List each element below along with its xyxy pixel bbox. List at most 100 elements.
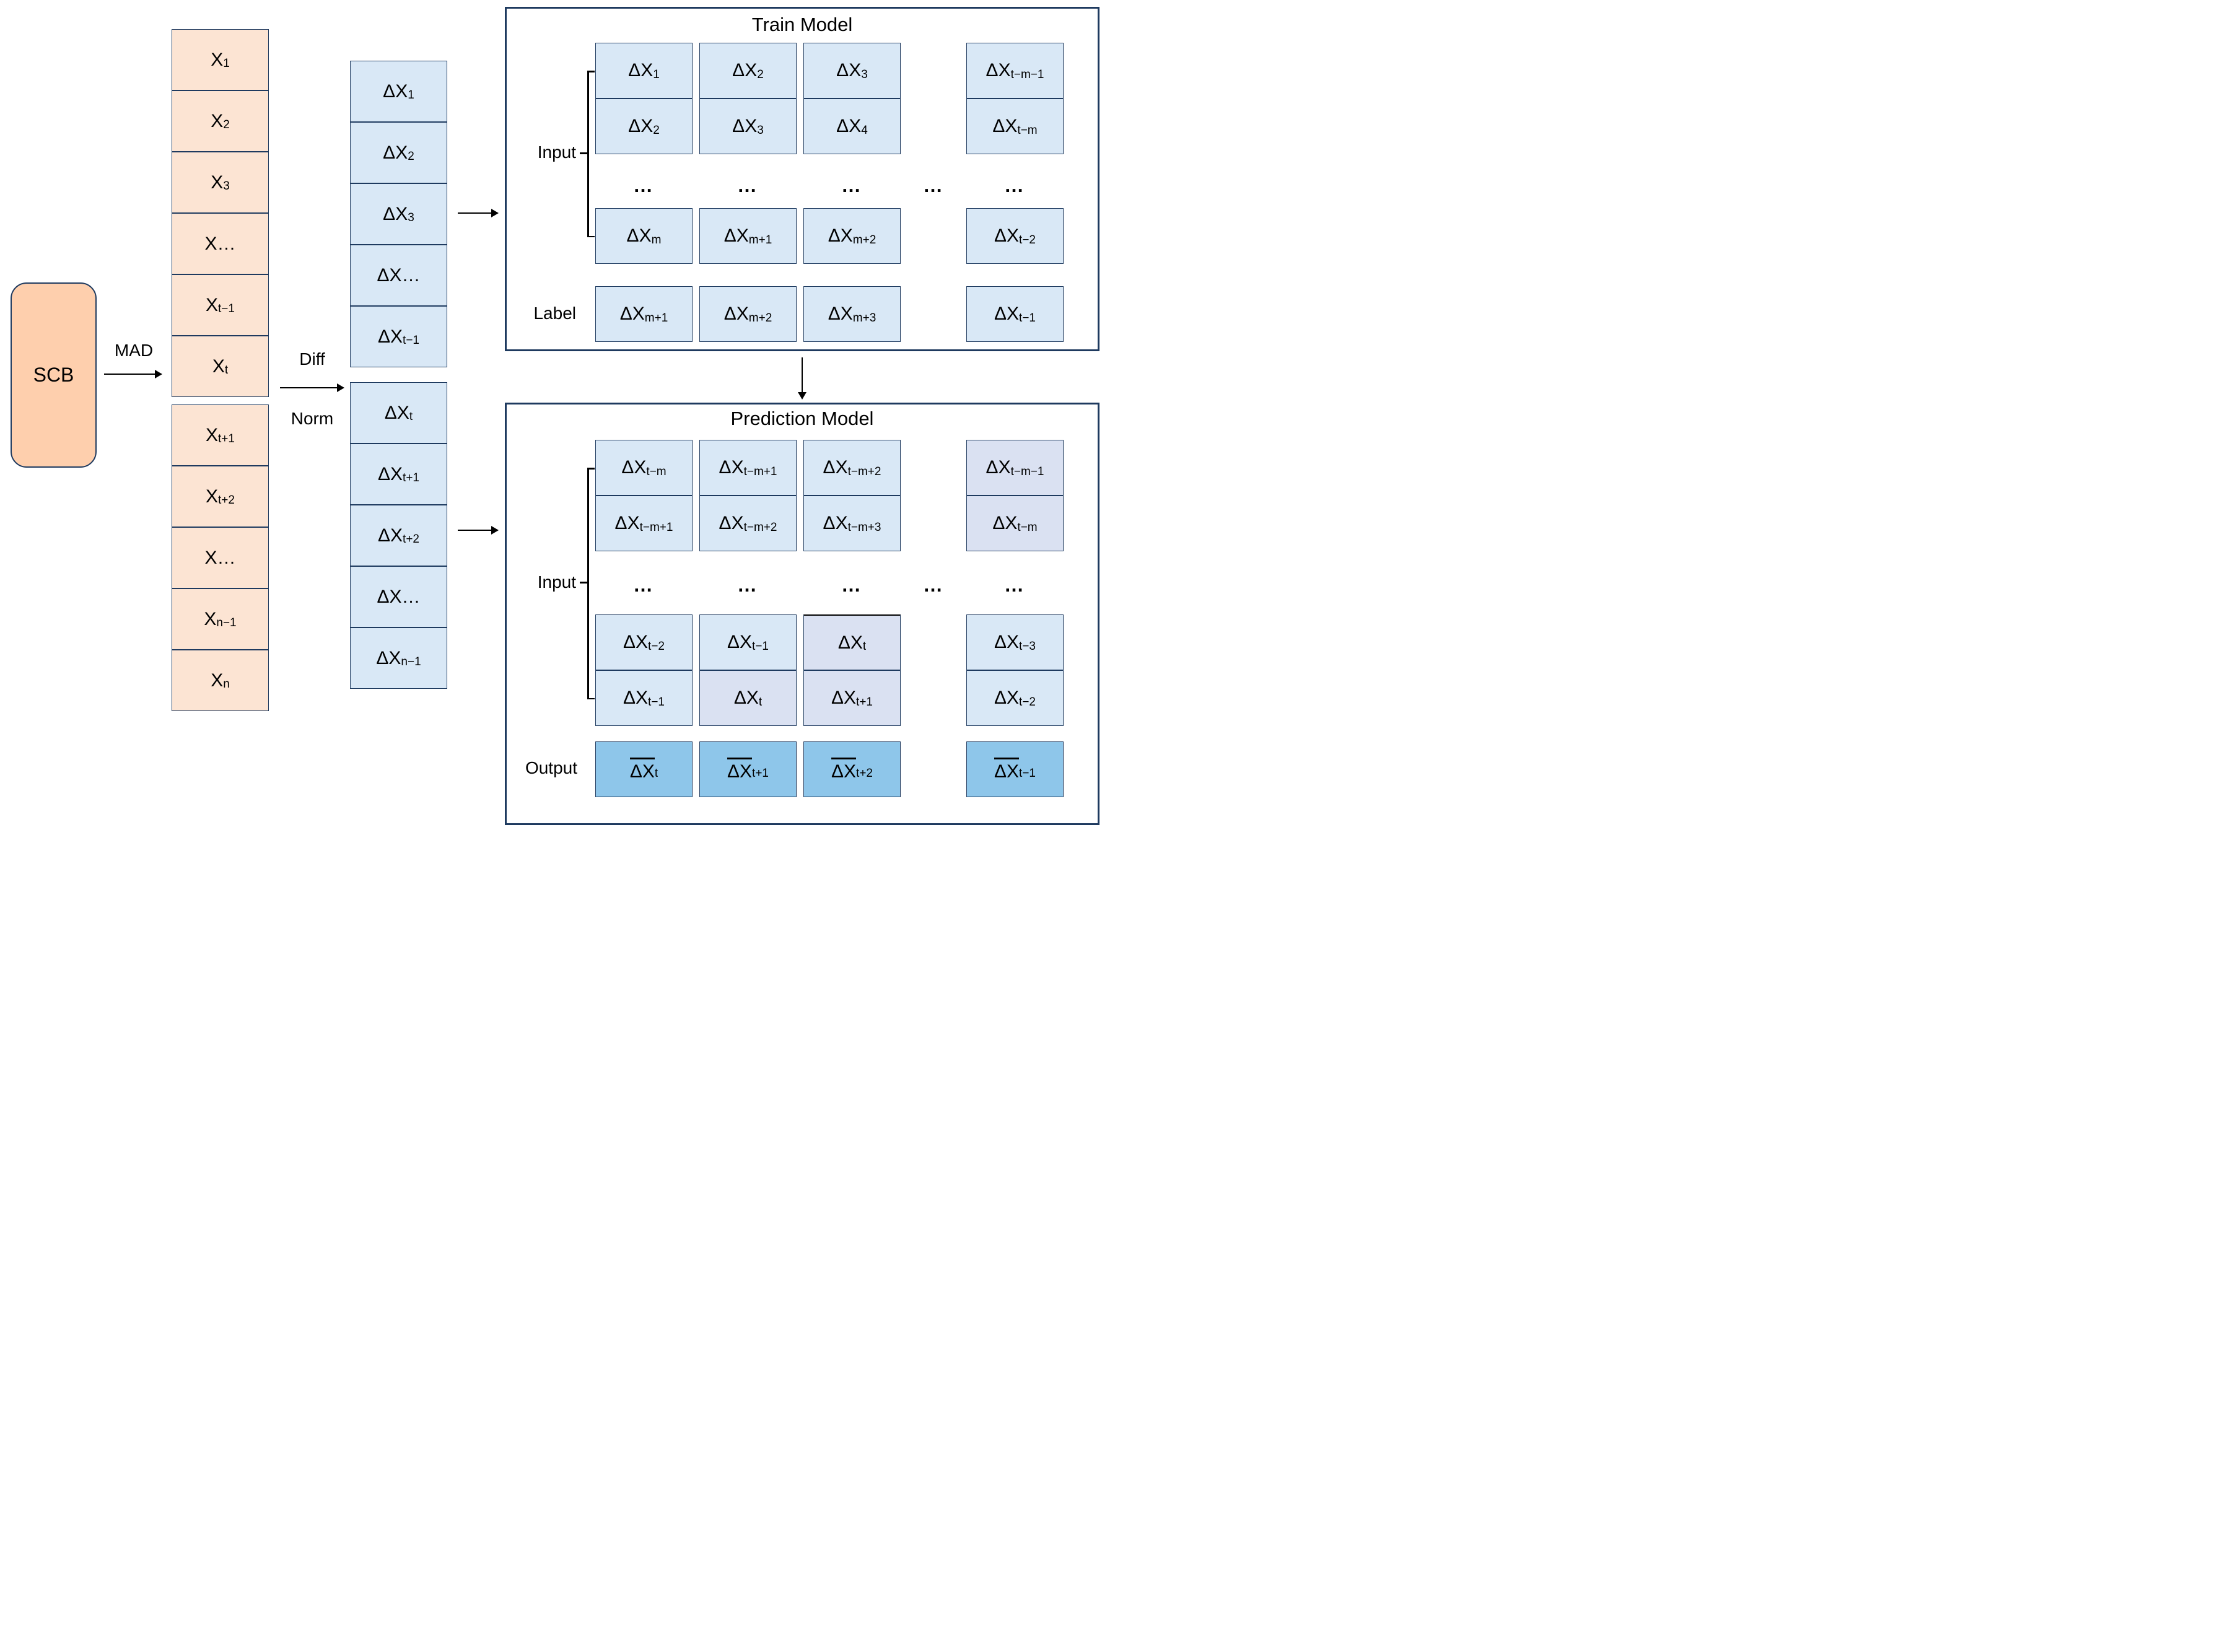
cell-text: ΔX (986, 60, 1011, 81)
cell-text: ΔX (836, 60, 862, 81)
train-to-prediction-arrow-line (801, 357, 803, 393)
diff-norm-arrow-line (280, 387, 338, 389)
train-input-label: Input (537, 142, 576, 162)
cell-text: ΔX (626, 225, 652, 246)
cell-text: X… (204, 233, 236, 254)
ellipsis: … (737, 174, 759, 196)
ellipsis: … (841, 574, 863, 596)
cell-text-overlined: ΔX (831, 758, 857, 781)
cell-text: ΔX (831, 688, 857, 708)
cell-text: ΔX (986, 457, 1011, 478)
prediction-input-bracket-bottom-tick (587, 697, 595, 699)
cell-text: ΔX (992, 116, 1018, 136)
series-cell: ΔX… (350, 566, 447, 627)
cell-text: ΔX (377, 463, 403, 484)
cell-text: ΔX… (377, 586, 421, 607)
cell-text: X (204, 608, 217, 629)
cell-text: ΔX (994, 304, 1020, 324)
cell-text: ΔX (994, 632, 1020, 652)
cell-text: X (211, 110, 224, 131)
cell-text: ΔX (623, 688, 649, 708)
cell-text: ΔX (723, 225, 749, 246)
cell-text: ΔX… (377, 264, 421, 286)
ellipsis: … (633, 574, 655, 596)
cell-text: X (211, 172, 224, 193)
diff-label: Diff (299, 349, 325, 369)
cell-text: ΔX (732, 116, 758, 136)
norm-label: Norm (291, 409, 334, 428)
train-to-prediction-arrow (798, 357, 807, 400)
cell-text: ΔX (723, 304, 749, 324)
cell-text: ΔX (621, 457, 647, 478)
prediction-ellipsis-row: …………… (0, 574, 1112, 596)
prediction-model-title: Prediction Model (730, 408, 874, 429)
cell-text: ΔX (823, 513, 848, 533)
cell-text: ΔX (836, 116, 862, 136)
cell-text: ΔX (384, 402, 409, 423)
ellipsis: … (633, 174, 655, 196)
to-prediction-model-arrow (458, 526, 499, 535)
scb-box: SCB (11, 282, 97, 468)
cell-text: X (206, 424, 219, 445)
prediction-input-bracket-mid-tick (580, 582, 587, 583)
diff-norm-arrow (280, 383, 344, 392)
prediction-input-bracket (587, 468, 589, 699)
cell-text: ΔX (614, 513, 640, 533)
mad-arrow-head (155, 370, 162, 378)
ellipsis: … (1004, 174, 1026, 196)
cell-text: ΔX (733, 688, 759, 708)
to-prediction-arrow-line (458, 529, 492, 531)
cell-text: ΔX (377, 525, 403, 546)
prediction-input-label: Input (537, 572, 576, 592)
cell-text: ΔX (992, 513, 1018, 533)
train-input-bracket-mid-tick (580, 152, 587, 154)
prediction-input-bracket-top-tick (587, 468, 595, 470)
cell-text-overlined: ΔX (629, 758, 655, 781)
cell-text: X… (204, 547, 236, 568)
ellipsis: … (737, 574, 759, 596)
train-input-bracket-bottom-tick (587, 235, 595, 237)
cell-text: ΔX (994, 225, 1020, 246)
cell-text: ΔX (619, 304, 645, 324)
